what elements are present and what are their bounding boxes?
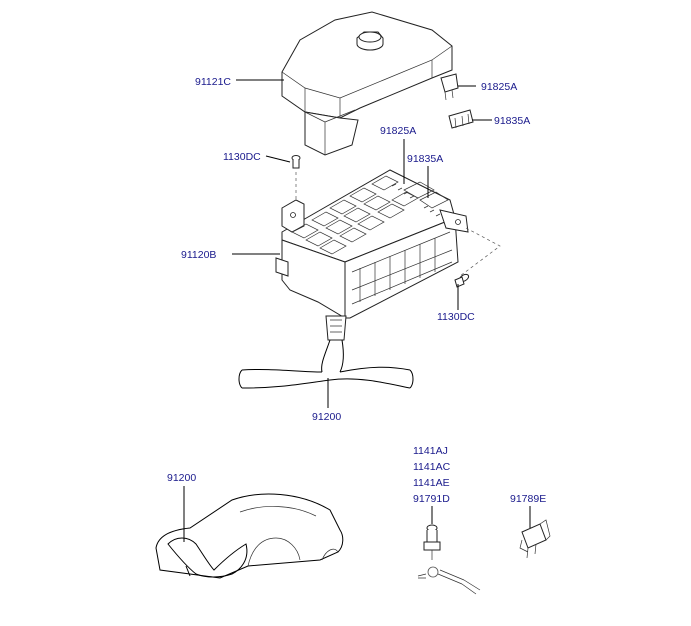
- fuse-91835A-top: [448, 109, 474, 129]
- label-91120B[interactable]: 91120B: [181, 249, 216, 261]
- harness-wire: [238, 315, 414, 389]
- label-91835A-top[interactable]: 91835A: [494, 115, 530, 127]
- label-91200-car[interactable]: 91200: [167, 472, 196, 484]
- label-91121C[interactable]: 91121C: [195, 76, 231, 88]
- fusebox-body: [275, 169, 469, 319]
- bolt-left: [291, 155, 301, 169]
- mount-dash: [459, 227, 501, 277]
- leader-lines: [183, 79, 531, 542]
- fusebox-cover: [281, 11, 453, 156]
- label-91789E[interactable]: 91789E: [510, 493, 546, 505]
- bolt-right: [454, 273, 470, 288]
- car-outline: [155, 493, 344, 579]
- label-91825A-box[interactable]: 91825A: [380, 125, 416, 137]
- label-1130DC-right[interactable]: 1130DC: [437, 311, 475, 323]
- ground-bolt: [417, 524, 481, 595]
- label-91835A-box[interactable]: 91835A: [407, 153, 443, 165]
- label-1141AC[interactable]: 1141AC: [413, 461, 451, 473]
- label-1141AJ[interactable]: 1141AJ: [413, 445, 448, 457]
- label-91825A-top[interactable]: 91825A: [481, 81, 517, 93]
- fuse-91789E: [519, 519, 551, 559]
- label-1141AE[interactable]: 1141AE: [413, 477, 450, 489]
- label-91791D[interactable]: 91791D: [413, 493, 450, 505]
- label-1130DC-left[interactable]: 1130DC: [223, 151, 261, 163]
- fuse-91825A-top: [440, 73, 459, 101]
- label-91200-box[interactable]: 91200: [312, 411, 341, 423]
